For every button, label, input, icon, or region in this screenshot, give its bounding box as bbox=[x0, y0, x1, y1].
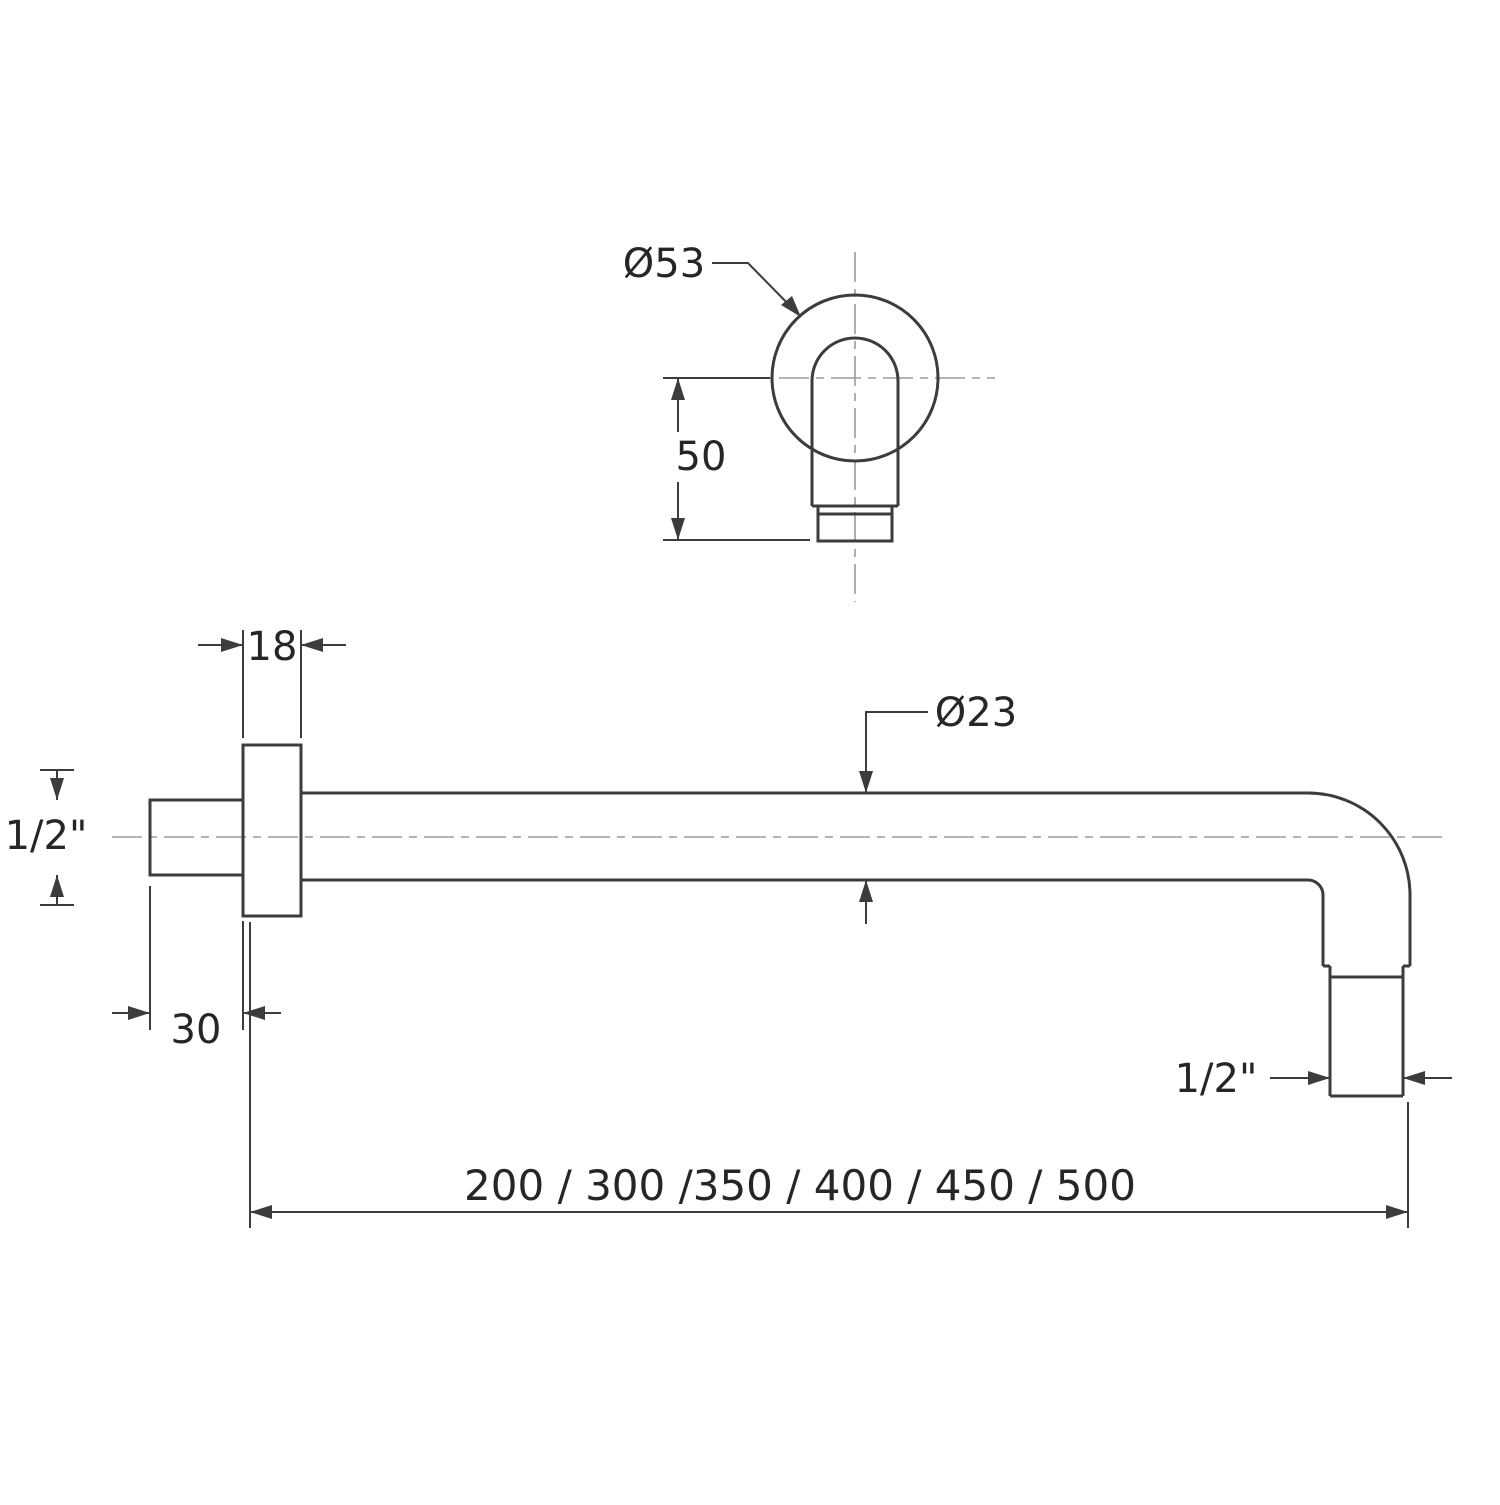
outlet-thread-arrow-left bbox=[1403, 1071, 1425, 1085]
side-view: 18 Ø23 1/2" 30 bbox=[5, 624, 1452, 1228]
wall-thread-arrow-down bbox=[50, 778, 64, 800]
dim30-arrow-left bbox=[128, 1006, 150, 1020]
dia23-arrow-down bbox=[859, 771, 873, 793]
elbow-inner-edge bbox=[1307, 878, 1325, 966]
wall-thread-stub bbox=[148, 798, 245, 877]
length-arrow-right bbox=[1386, 1205, 1408, 1219]
dia23-arrow-up bbox=[859, 880, 873, 902]
dim50-arrow-up bbox=[671, 378, 685, 400]
length-arrow-left bbox=[250, 1205, 272, 1219]
dia23-leader-line bbox=[865, 711, 928, 793]
wall-flange bbox=[241, 743, 303, 918]
outlet-thread-arrow-right bbox=[1308, 1071, 1330, 1085]
dia53-leader-line bbox=[712, 262, 799, 315]
drop-height-label: 50 bbox=[676, 434, 727, 480]
wall-thread-arrow-up bbox=[50, 875, 64, 897]
flange-thickness-label: 18 bbox=[247, 624, 298, 670]
flange-diameter-label: Ø53 bbox=[623, 241, 705, 287]
flange-circle bbox=[770, 293, 940, 463]
wall-thread-label: 1/2" bbox=[5, 813, 88, 859]
elbow-outer-edge bbox=[1307, 791, 1412, 966]
arm-length-options-label: 200 / 300 /350 / 400 / 450 / 500 bbox=[464, 1161, 1136, 1210]
outlet-thread bbox=[816, 504, 894, 543]
dim50-arrow-down bbox=[671, 518, 685, 540]
dim18-arrow-right bbox=[301, 638, 323, 652]
outlet-thread-label: 1/2" bbox=[1175, 1056, 1258, 1102]
outlet-pipe-profile bbox=[810, 336, 900, 506]
arm-diameter-label: Ø23 bbox=[935, 690, 1017, 736]
dim18-arrow-left bbox=[221, 638, 243, 652]
dim30-arrow-right bbox=[243, 1006, 265, 1020]
dia53-leader-arrow bbox=[781, 296, 801, 317]
top-view: Ø53 50 bbox=[623, 241, 995, 602]
wall-stub-length-label: 30 bbox=[171, 1007, 222, 1053]
